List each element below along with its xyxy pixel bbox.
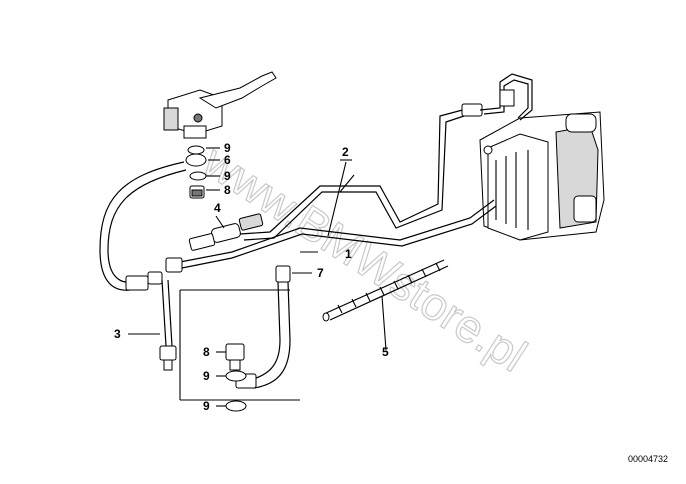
abs-hydraulic-unit [479,111,605,241]
brake-line-1 [179,199,497,269]
brake-line-3 [159,279,177,371]
flex-hose-front [99,161,187,291]
callouts: 1 2 3 4 5 6 7 8 8 9 9 9 9 [114,141,389,413]
document-number: 00004732 [628,454,668,464]
callout-8-lower: 8 [203,345,210,359]
callout-9-a: 9 [224,141,231,155]
callout-9-c: 9 [203,369,210,383]
master-cylinder-lever [163,71,277,139]
leader-lines [128,147,387,407]
brake-line-2 [239,73,533,241]
callout-9-d: 9 [203,399,210,413]
callout-9-b: 9 [224,169,231,183]
callout-4: 4 [214,201,221,215]
callout-6: 6 [224,153,231,167]
banjo-fittings-lower [225,343,247,412]
callout-5: 5 [382,345,389,359]
spiral-hose-5 [322,259,449,322]
callout-3: 3 [114,327,121,341]
callout-2: 2 [342,145,349,159]
callout-8-upper: 8 [224,183,231,197]
callout-1: 1 [345,247,352,261]
callout-7: 7 [317,266,324,280]
flex-hose-rear-7 [235,265,291,389]
banjo-fittings-upper [185,145,207,199]
bracket-outline [179,289,300,401]
pressure-valve-4 [188,213,264,251]
